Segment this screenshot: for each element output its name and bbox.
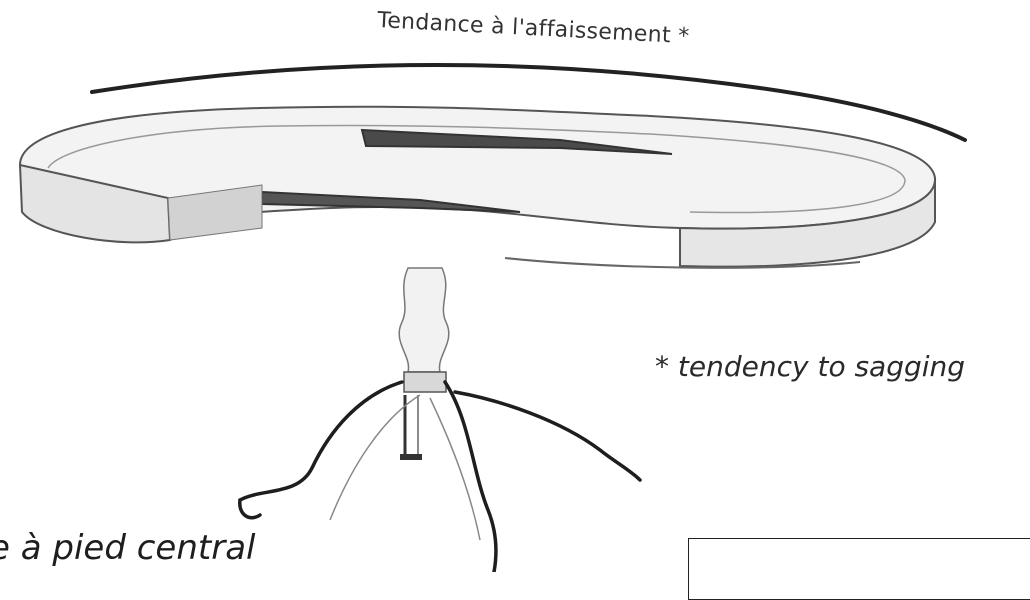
pedestal-column xyxy=(399,268,449,460)
inset-frame xyxy=(688,538,1030,600)
pedestal-table-label: ble à pied central xyxy=(0,528,255,568)
pedestal-legs xyxy=(240,382,640,572)
table-illustration xyxy=(0,0,1030,572)
sagging-label-en: * tendency to sagging xyxy=(655,350,965,383)
tabletop xyxy=(20,107,935,268)
